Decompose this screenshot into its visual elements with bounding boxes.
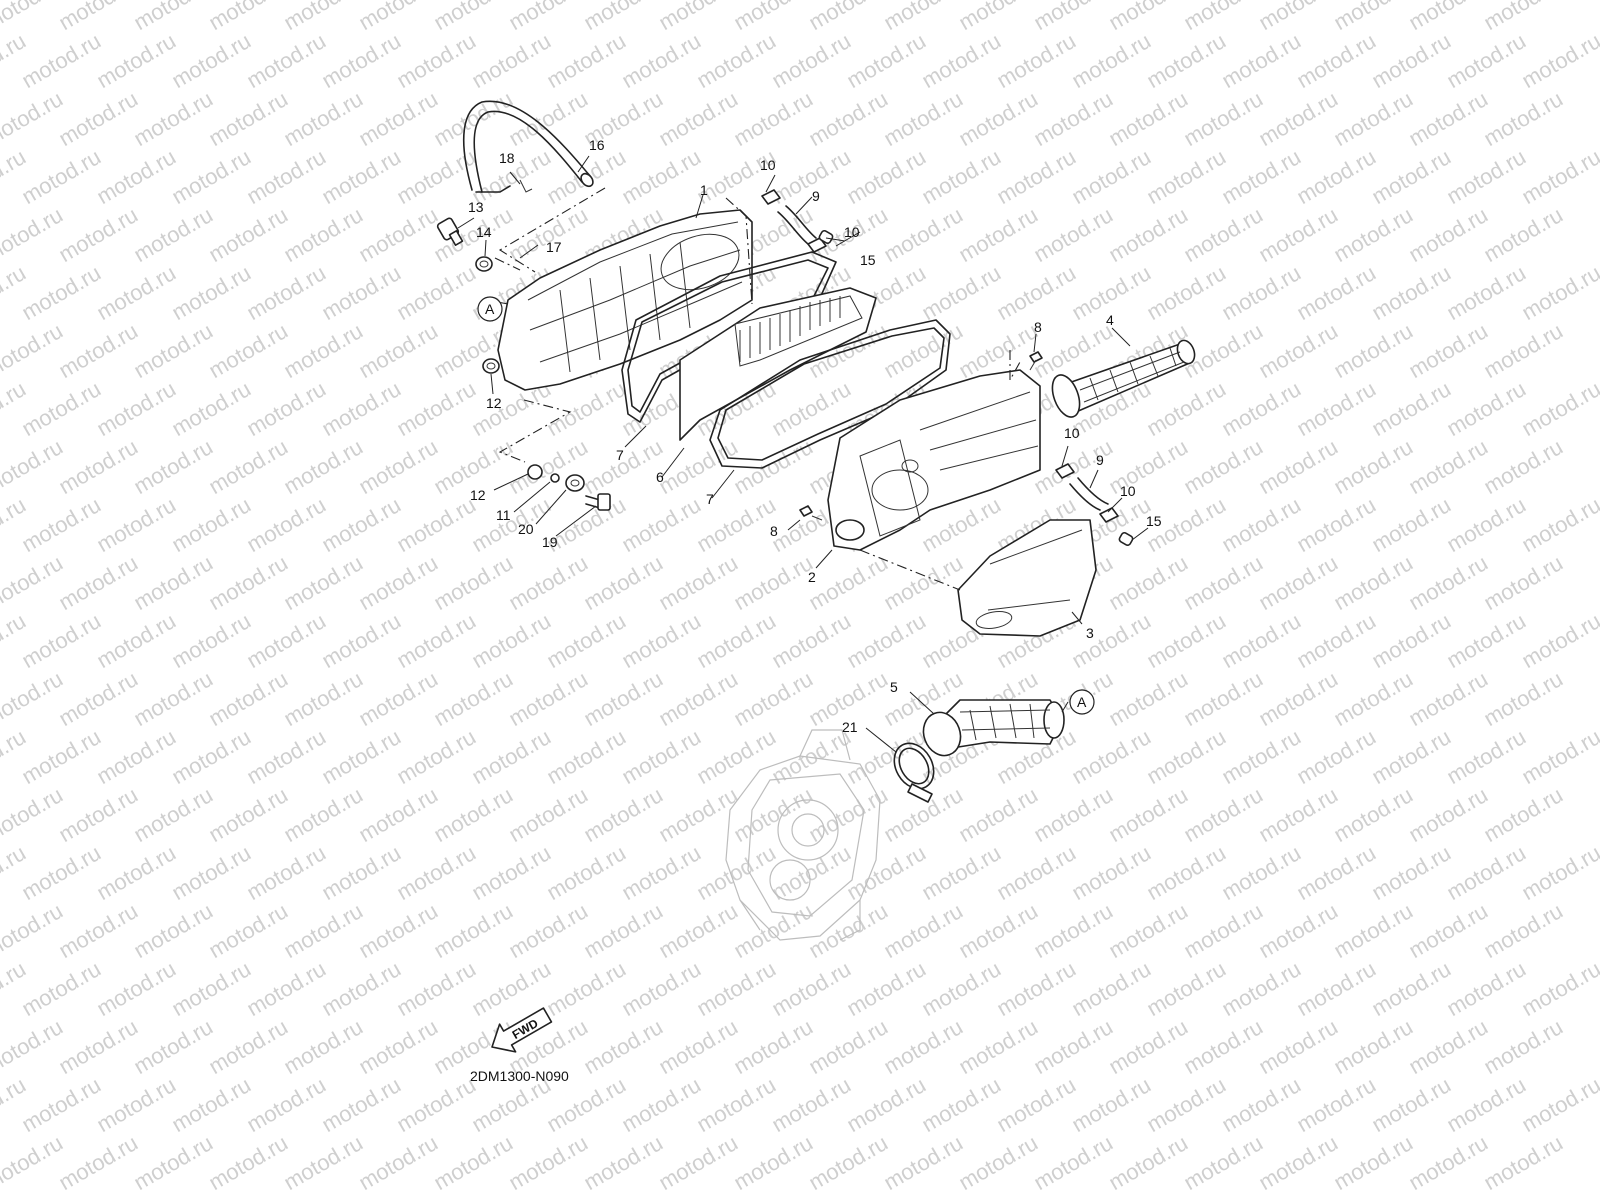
callout-5: 5	[890, 679, 898, 695]
callout-10-upper-b: 10	[844, 224, 860, 240]
callout-16: 16	[589, 137, 605, 153]
callout-15-lower: 15	[1146, 513, 1162, 529]
drain-plug	[436, 217, 493, 272]
grommet-upper	[482, 358, 500, 374]
callout-21: 21	[842, 719, 858, 735]
callout-3: 3	[1086, 625, 1094, 641]
callout-9-lower: 9	[1096, 452, 1104, 468]
callout-2: 2	[808, 569, 816, 585]
case-cover	[957, 519, 1097, 637]
bolt-set	[527, 464, 611, 511]
callout-13: 13	[468, 199, 484, 215]
gasket-right	[709, 319, 951, 469]
callout-6: 6	[656, 469, 664, 485]
reference-marker-a-cap-label: A	[485, 301, 495, 317]
callout-19: 19	[542, 534, 558, 550]
callout-7-right: 7	[706, 491, 714, 507]
callout-8-lower: 8	[770, 523, 778, 539]
air-filter-element	[679, 287, 877, 441]
reference-marker-a-cap	[477, 296, 503, 322]
engine-ghost-outline	[725, 729, 881, 941]
intake-joint	[893, 699, 1065, 803]
diagram-code: 2DM1300-N090	[470, 1068, 569, 1084]
callout-7-left: 7	[616, 447, 624, 463]
callout-12-lower: 12	[470, 487, 486, 503]
reference-marker-a-joint	[1069, 689, 1095, 715]
hose-clamp-group-upper	[761, 189, 834, 253]
screws	[799, 351, 1043, 521]
leader-lines	[457, 155, 1149, 753]
callout-11: 11	[496, 507, 511, 523]
breather-hose	[462, 100, 594, 193]
callout-9-upper: 9	[812, 188, 820, 204]
callout-4: 4	[1106, 312, 1114, 328]
callout-20: 20	[518, 521, 534, 537]
intake-funnel	[1051, 339, 1196, 418]
callout-18: 18	[499, 150, 515, 166]
reference-marker-a-joint-label: A	[1077, 694, 1087, 710]
forward-direction-arrow: FWD	[491, 1007, 553, 1053]
callout-10-upper-a: 10	[760, 157, 776, 173]
callout-14: 14	[476, 224, 492, 240]
callout-8-upper: 8	[1034, 319, 1042, 335]
callout-1: 1	[700, 182, 708, 198]
hose-clamp-group-lower	[1055, 463, 1134, 547]
air-cleaner-case	[827, 369, 1041, 551]
callout-15-upper: 15	[860, 252, 876, 268]
air-cleaner-cap	[497, 209, 753, 391]
callout-10-lower-a: 10	[1064, 425, 1080, 441]
alignment-lines	[494, 187, 1021, 591]
callout-17: 17	[546, 239, 562, 255]
callout-12-upper: 12	[486, 395, 502, 411]
callout-10-lower-b: 10	[1120, 483, 1136, 499]
